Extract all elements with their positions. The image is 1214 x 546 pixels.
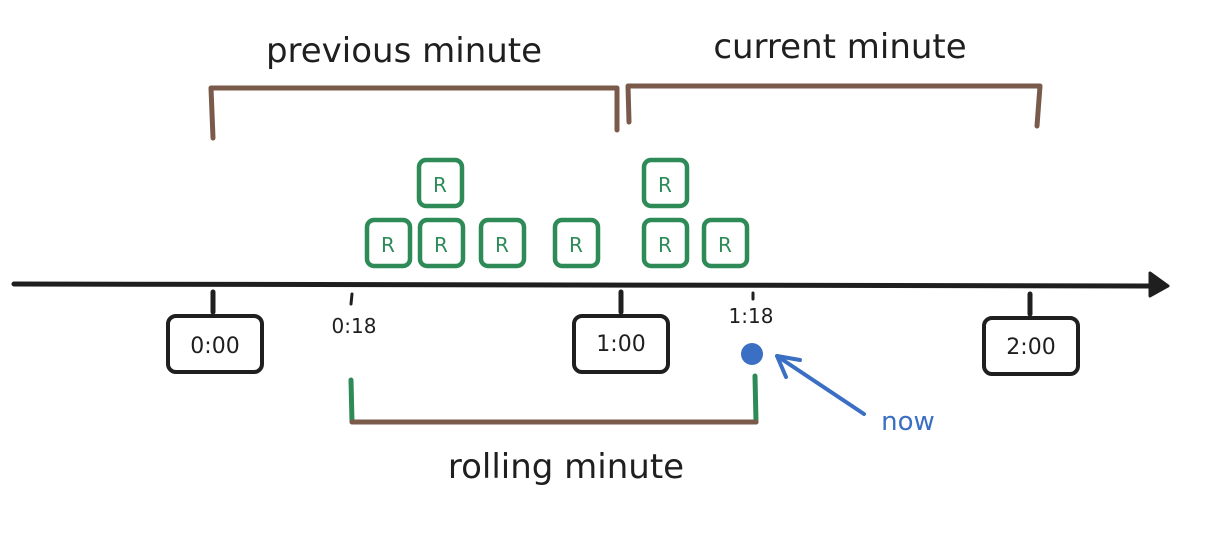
- tick-mark-0-18: [349, 292, 354, 306]
- previous-minute-bracket: [208, 85, 620, 141]
- tick-box-1-00: [572, 314, 670, 374]
- tick-box-2-00: [982, 316, 1080, 376]
- timeline-arrowhead: [1148, 271, 1170, 298]
- tick-label-0-18: 0:18: [332, 314, 377, 338]
- now-label: now: [881, 407, 935, 437]
- request-box-6: R: [641, 157, 690, 209]
- tick-label-1-18: 1:18: [729, 304, 774, 328]
- tick-box-0-00: [166, 314, 264, 374]
- current-minute-bracket: [625, 83, 1043, 129]
- request-label: R: [658, 233, 672, 257]
- request-box-2: R: [364, 217, 413, 269]
- request-label: R: [495, 233, 509, 257]
- current-minute-label: current minute: [713, 27, 966, 67]
- request-label: R: [381, 233, 395, 257]
- tick-label-1-00: 1:00: [596, 332, 645, 357]
- request-label: R: [569, 233, 583, 257]
- request-box-3: R: [417, 217, 466, 269]
- request-box-7: R: [641, 217, 690, 269]
- tick-label-0-00: 0:00: [190, 334, 239, 359]
- request-box-8: R: [701, 217, 750, 269]
- request-label: R: [658, 173, 672, 197]
- request-box-4: R: [478, 217, 527, 269]
- previous-minute-label: previous minute: [266, 31, 542, 71]
- request-box-1: R: [416, 157, 465, 209]
- now-marker: [741, 343, 763, 365]
- tick-label-2-00: 2:00: [1006, 335, 1055, 360]
- request-label: R: [434, 233, 448, 257]
- now-arrow: [778, 356, 866, 416]
- request-label: R: [433, 173, 447, 197]
- rolling-minute-label: rolling minute: [448, 447, 684, 487]
- rolling-end-edge: [752, 373, 759, 425]
- now-arrowhead: [775, 354, 802, 379]
- timeline-axis: [11, 281, 1165, 289]
- rolling-start-edge: [348, 377, 355, 425]
- request-box-5: R: [552, 217, 601, 269]
- request-label: R: [718, 233, 732, 257]
